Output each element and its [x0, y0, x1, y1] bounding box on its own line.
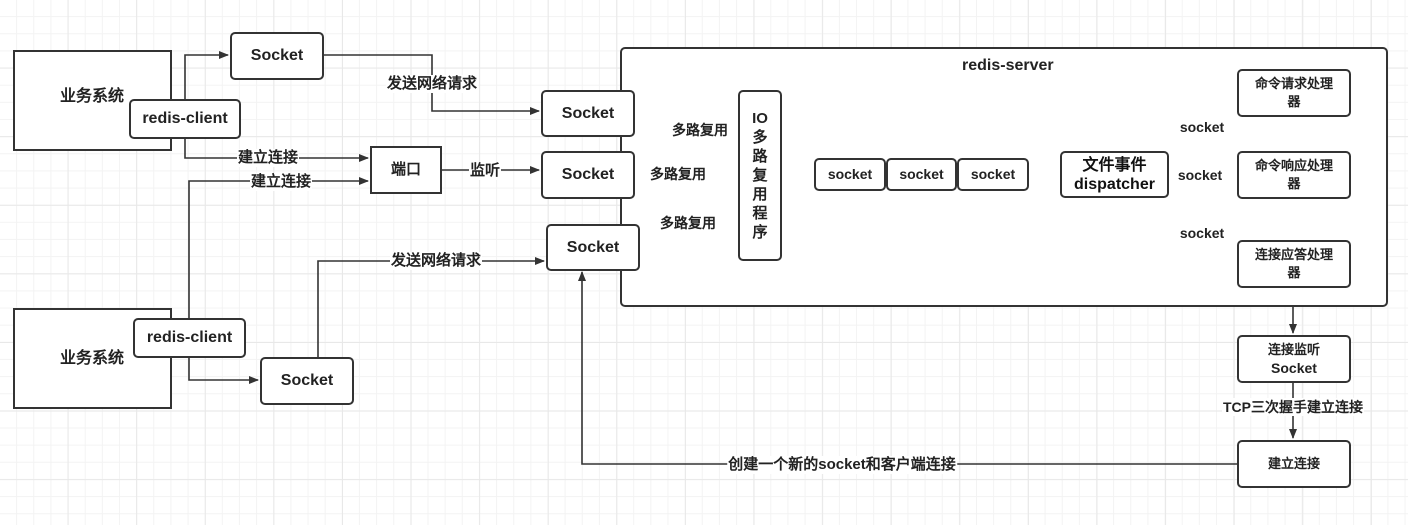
label-tcp-handshake: TCP三次握手建立连接	[1222, 398, 1364, 416]
listen-socket-line1: 连接监听	[1267, 342, 1320, 357]
business-system-bottom-label: 业务系统	[60, 349, 125, 367]
label-connect-top: 建立连接	[236, 149, 300, 167]
label-socket-accept: socket	[1178, 224, 1226, 242]
server-socket-c[interactable]: Socket	[546, 224, 640, 271]
label-mux-c: 多路复用	[659, 214, 717, 232]
queue-socket-2-label: socket	[899, 166, 944, 183]
queue-socket-3[interactable]: socket	[957, 158, 1029, 191]
io-char: 用	[752, 186, 768, 203]
label-send-request-bottom: 发送网络请求	[389, 252, 483, 270]
io-char: 程	[752, 205, 768, 222]
queue-socket-3-label: socket	[970, 166, 1016, 183]
socket-client-top-label: Socket	[250, 47, 304, 65]
command-request-handler[interactable]: 命令请求处理 器	[1237, 69, 1351, 117]
server-socket-a[interactable]: Socket	[541, 90, 635, 137]
label-listen: 监听	[468, 162, 502, 180]
establish-connection-label: 建立连接	[1267, 456, 1320, 472]
socket-client-bottom-label: Socket	[280, 372, 334, 390]
server-socket-a-label: Socket	[561, 104, 615, 122]
label-mux-a: 多路复用	[671, 121, 729, 139]
connection-accept-handler[interactable]: 连接应答处理 器	[1237, 240, 1351, 288]
io-char: IO	[752, 110, 768, 127]
socket-client-bottom[interactable]: Socket	[260, 357, 354, 405]
port-node[interactable]: 端口	[370, 146, 442, 194]
command-response-handler-line2: 器	[1287, 176, 1301, 191]
file-event-dispatcher[interactable]: 文件事件 dispatcher	[1060, 151, 1169, 198]
socket-client-top[interactable]: Socket	[230, 32, 324, 80]
server-socket-c-label: Socket	[566, 238, 620, 256]
server-socket-b-label: Socket	[561, 166, 615, 184]
io-multiplexer[interactable]: IO 多 路 复 用 程 序	[738, 90, 782, 261]
io-char: 路	[752, 148, 768, 165]
command-response-handler-line1: 命令响应处理	[1254, 158, 1333, 173]
connection-accept-handler-line2: 器	[1287, 265, 1301, 280]
io-char: 序	[752, 224, 768, 241]
io-char: 复	[752, 167, 768, 184]
server-socket-b[interactable]: Socket	[541, 151, 635, 199]
edge-client-bottom-to-socket	[188, 357, 259, 384]
port-label: 端口	[390, 161, 421, 178]
listen-socket[interactable]: 连接监听 Socket	[1237, 335, 1351, 383]
label-create-new-socket: 创建一个新的socket和客户端连接	[727, 456, 957, 474]
redis-client-bottom-label: redis-client	[146, 329, 233, 347]
business-system-top-label: 业务系统	[60, 87, 125, 105]
queue-socket-1-label: socket	[827, 166, 873, 183]
edge-client-top-to-socket	[184, 51, 229, 99]
queue-socket-2[interactable]: socket	[886, 158, 957, 191]
listen-socket-line2: Socket	[1271, 360, 1317, 376]
dispatcher-line1: 文件事件	[1082, 156, 1147, 174]
redis-client-bottom[interactable]: redis-client	[133, 318, 246, 358]
command-request-handler-line2: 器	[1287, 94, 1301, 109]
io-char: 多	[752, 129, 768, 146]
edge-send-request-bottom	[317, 257, 545, 357]
dispatcher-line2: dispatcher	[1074, 175, 1155, 193]
label-socket-response: socket	[1176, 166, 1224, 184]
establish-connection[interactable]: 建立连接	[1237, 440, 1351, 488]
label-send-request-top: 发送网络请求	[385, 75, 479, 93]
label-connect-bottom: 建立连接	[249, 173, 313, 191]
queue-socket-1[interactable]: socket	[814, 158, 886, 191]
redis-server-title: redis-server	[962, 57, 1054, 74]
redis-client-top-label: redis-client	[142, 110, 228, 128]
label-socket-request: socket	[1178, 118, 1226, 136]
command-request-handler-line1: 命令请求处理	[1254, 76, 1333, 91]
connection-accept-handler-line1: 连接应答处理	[1254, 247, 1333, 262]
command-response-handler[interactable]: 命令响应处理 器	[1237, 151, 1351, 199]
label-mux-b: 多路复用	[649, 165, 707, 183]
edge-connect-bottom	[188, 177, 369, 318]
redis-client-top[interactable]: redis-client	[129, 99, 241, 139]
